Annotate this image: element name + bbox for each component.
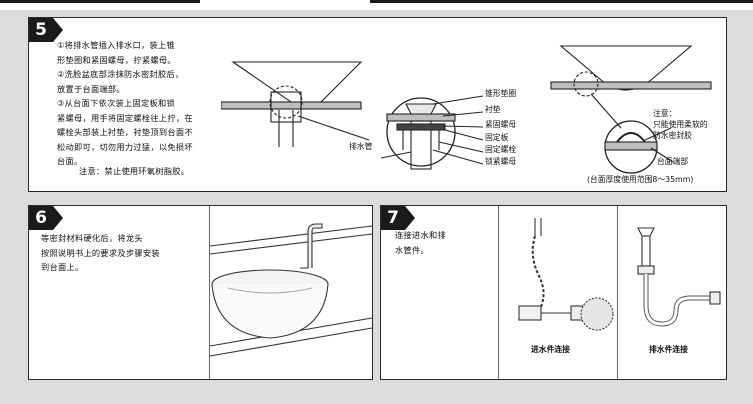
leader-sealant — [644, 127, 672, 141]
leader-fixing-plate — [444, 129, 484, 141]
label-fixing-plate: 固定板 — [485, 133, 509, 142]
caption-inlet: 进水件连接 — [531, 345, 570, 354]
leader-fastening-nut — [442, 125, 484, 128]
drain-pipe-detail — [410, 120, 432, 170]
leader-lock-nut — [432, 149, 484, 165]
p-trap-pipe-inner — [644, 274, 710, 326]
wall-line-lower — [210, 233, 372, 255]
label-lock-nut: 锁紧螺母 — [485, 157, 517, 166]
previous-panel-edge-right — [370, 0, 753, 3]
countertop-left — [221, 101, 362, 110]
label-thickness-range: (台面厚度使用范围8～35mm) — [587, 175, 694, 184]
detail-circle-right — [573, 71, 599, 97]
detail-magnified-circle — [386, 97, 456, 167]
flexible-hose — [531, 235, 545, 315]
cone-washer-detail — [405, 103, 437, 115]
wall-outlet — [580, 297, 614, 331]
step-5-note: 注意：禁止使用环氧树脂胶。 — [79, 166, 190, 176]
leader-fixing-bolt — [438, 141, 484, 153]
faucet — [300, 223, 323, 269]
caption-drain: 排水件连接 — [649, 345, 688, 354]
countertop-lower-edge — [210, 327, 372, 357]
drain-connection-illustration — [637, 227, 721, 327]
label-countertop-end: 台面端部 — [657, 157, 689, 166]
countertop-right — [550, 81, 712, 90]
leader-liner — [442, 111, 484, 117]
step-6-divider — [209, 206, 210, 379]
inlet-valve-stem — [534, 218, 542, 236]
label-drain-pipe: 排水管 — [349, 142, 373, 151]
step-7-divider-left — [498, 206, 499, 379]
fixing-plate-detail — [396, 123, 446, 131]
step-6-panel: 6 等密封材料硬化后，将龙头 按照说明书上的要求及步骤安装 到台面上。 — [28, 205, 373, 380]
basin-cross-section-right — [559, 45, 693, 91]
step-6-number: 6 — [29, 206, 63, 230]
leader-drain-pipe — [380, 151, 412, 159]
inlet-connection-illustration — [518, 218, 614, 331]
leader-line-detail — [297, 115, 370, 141]
countertop-end-detail — [604, 141, 658, 151]
step-5-number: 5 — [29, 18, 63, 42]
basin-inner-shade — [227, 287, 313, 294]
step-7-divider-right — [617, 206, 618, 379]
step-6-instructions: 等密封材料硬化后，将龙头 按照说明书上的要求及步骤安装 到台面上。 — [41, 233, 160, 272]
step-7-instructions: 连接进水和排 水管件。 — [395, 230, 446, 255]
sealant-bead — [616, 132, 646, 143]
step-7-panel: 7 连接进水和排 水管件。 进水件连接 排水件连接 — [380, 205, 727, 380]
drain-stopper — [637, 227, 655, 237]
drain-pipe-left — [278, 110, 294, 147]
label-fixing-bolt: 固定螺栓 — [485, 145, 517, 154]
top-strip — [0, 0, 753, 10]
leader-line-right-detail — [590, 93, 622, 129]
basin-cross-section-left — [231, 61, 363, 103]
faucet-installation-illustration — [210, 223, 372, 357]
leader-cone-washer — [432, 95, 484, 105]
label-liner: 衬垫 — [485, 105, 501, 114]
leader-countertop-end — [650, 147, 674, 163]
previous-panel-edge-left — [0, 0, 200, 3]
drain-tail — [641, 235, 651, 267]
trap-wall-flange — [709, 291, 721, 305]
basin-bowl — [211, 283, 329, 339]
detail-circle-left — [269, 85, 303, 119]
drain-nut — [637, 265, 655, 275]
label-fastening-nut: 紧固螺母 — [485, 120, 517, 129]
step-5-panel: 5 ①将排水管插入排水口，装上锥 形垫圈和紧固螺母，拧紧螺母。 ②洗脸盆底部涂抹… — [28, 17, 727, 192]
countertop-detail — [386, 113, 456, 122]
step-7-number: 7 — [381, 206, 415, 230]
label-cone-washer: 锥形垫圈 — [485, 89, 517, 98]
wall-line-upper — [210, 225, 372, 247]
label-sealant-note: 注意： 只能使用柔软的 防水密封胶 — [653, 109, 708, 140]
basin-installation-diagram — [221, 45, 712, 174]
step-5-instructions: ①将排水管插入排水口，装上锥 形垫圈和紧固螺母，拧紧螺母。 ②洗脸盆底部涂抹防水… — [57, 40, 193, 166]
angle-valve — [518, 305, 542, 321]
